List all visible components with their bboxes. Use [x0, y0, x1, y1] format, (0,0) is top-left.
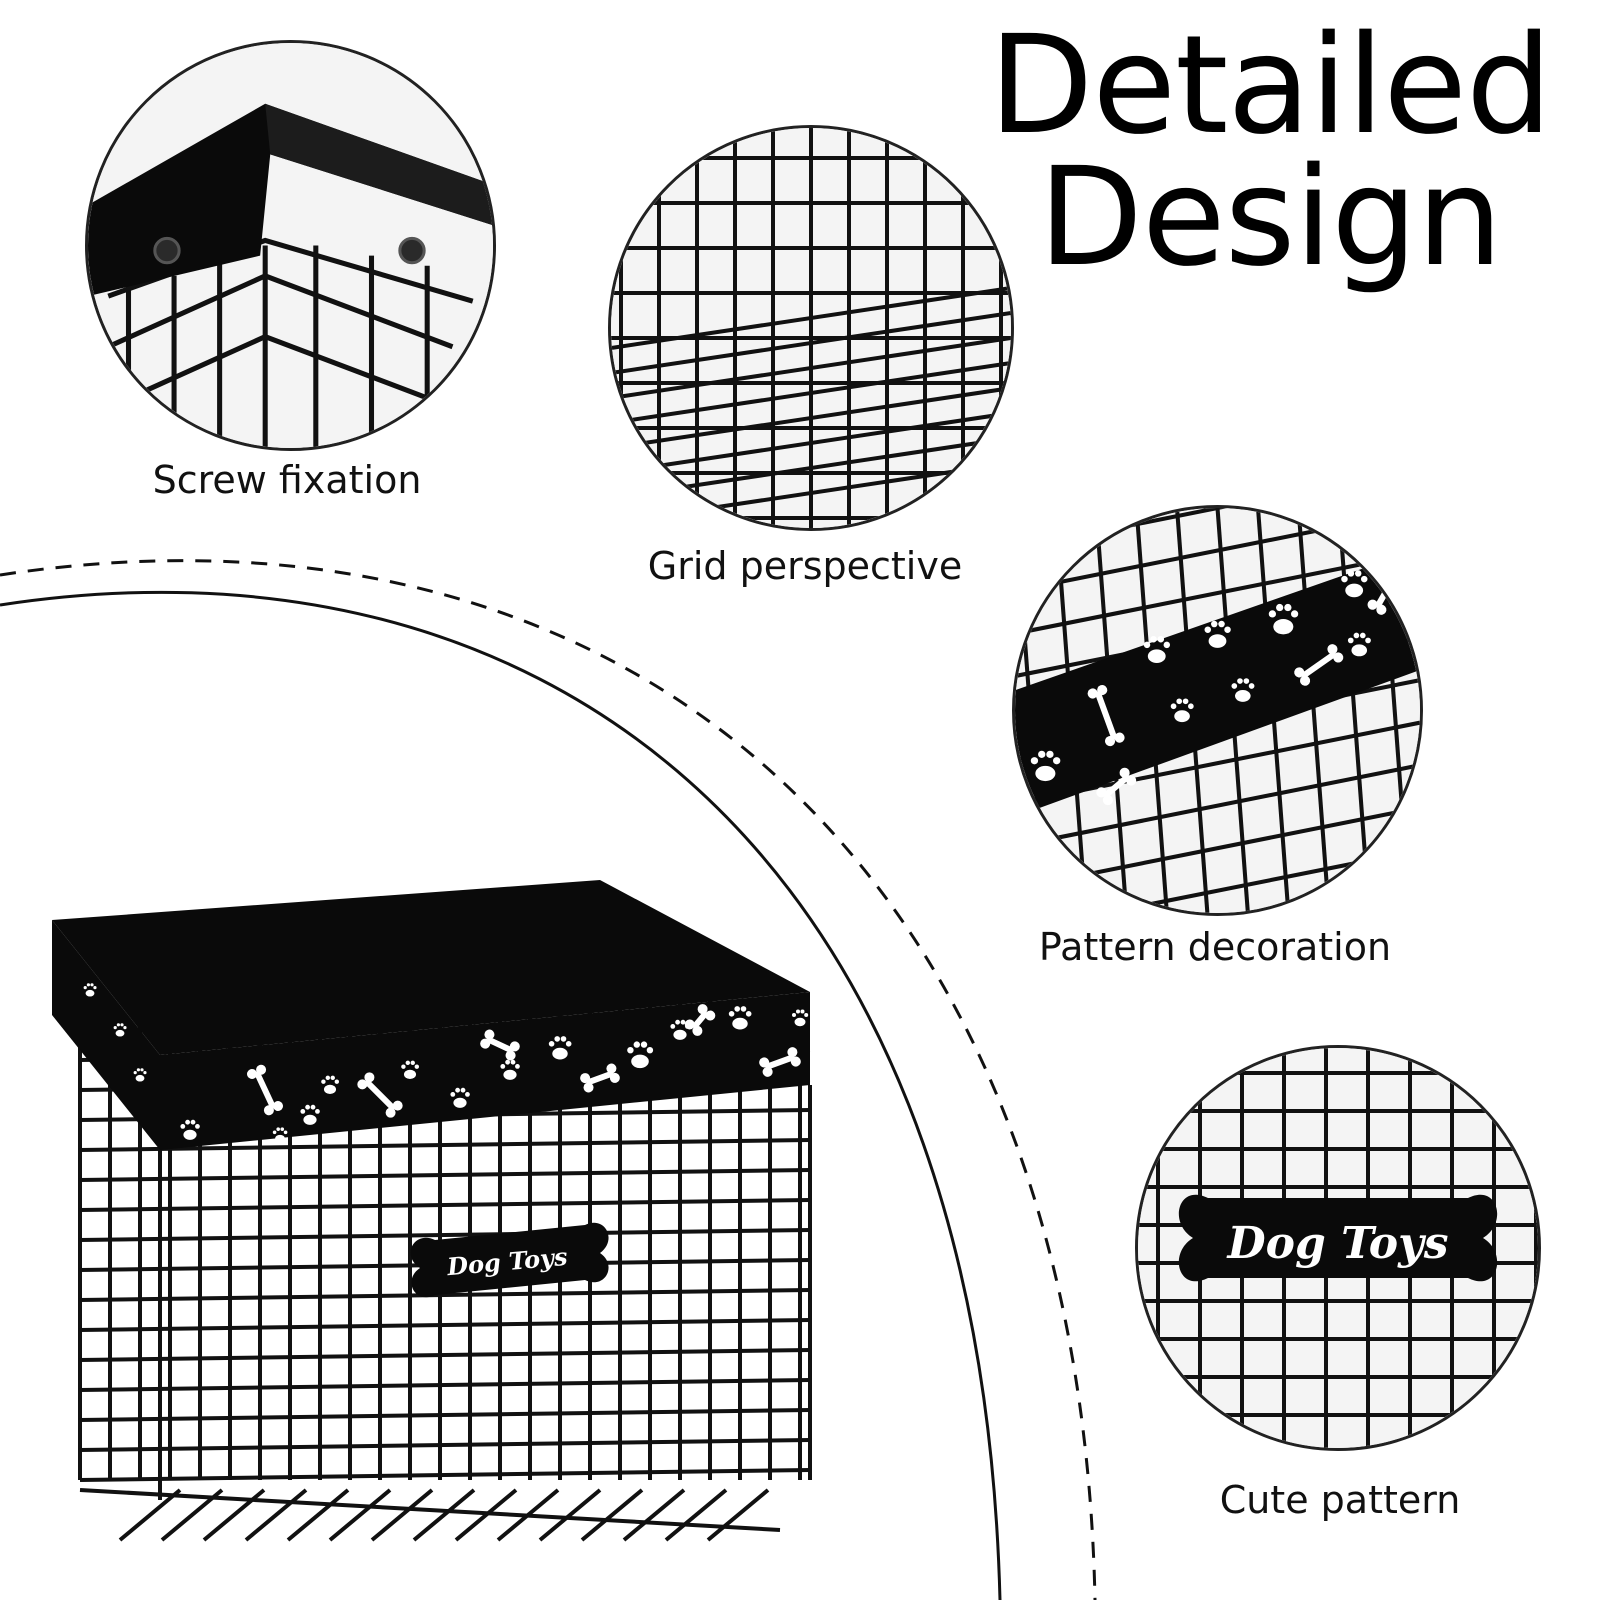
- bone-icon: [580, 1063, 620, 1093]
- paw-print-icon: [113, 1023, 127, 1037]
- wire-line: [370, 1488, 434, 1542]
- wire-line: [79, 1138, 811, 1152]
- wire-line: [79, 1288, 811, 1302]
- wire-line: [79, 1198, 811, 1212]
- wire-line: [79, 1168, 811, 1182]
- wire-line: [118, 1488, 182, 1542]
- paw-print-icon: [548, 1036, 572, 1060]
- detail-grid-perspective-circle: [608, 125, 1014, 531]
- screw-icon: [398, 236, 426, 265]
- wire-line: [79, 1488, 781, 1532]
- paw-print-icon: [133, 1068, 147, 1082]
- caption-grid-perspective: Grid perspective: [647, 544, 963, 588]
- paw-print-icon: [500, 1059, 520, 1080]
- wire-line: [538, 1488, 602, 1542]
- wire-line: [79, 1468, 811, 1482]
- screw-fixation-image: [88, 43, 493, 448]
- wire-line: [79, 1348, 811, 1362]
- bone-icon: [684, 1004, 716, 1036]
- paw-print-icon: [1030, 750, 1061, 782]
- bone-icon: [1096, 767, 1137, 806]
- paw-print-icon: [1170, 698, 1194, 723]
- grid-perspective-image: [611, 128, 1011, 528]
- detail-cute-pattern-circle: Dog Toys: [1135, 1045, 1541, 1451]
- bone-icon: [1294, 644, 1344, 686]
- paw-print-icon: [83, 983, 97, 997]
- detail-pattern-decoration-circle: [1012, 505, 1423, 916]
- wire-line: [611, 386, 1011, 450]
- bone-tag-icon: Dog Toys: [410, 1222, 609, 1298]
- paw-print-icon: [1231, 678, 1255, 702]
- paw-print-icon: [1268, 603, 1299, 635]
- bone-icon: [480, 1029, 520, 1061]
- paw-print-icon: [321, 1075, 340, 1095]
- paw-print-icon: [180, 1119, 200, 1140]
- wire-line: [611, 411, 1011, 475]
- wire-line: [412, 1488, 476, 1542]
- bone-icon: [759, 1047, 801, 1077]
- detail-screw-fixation-circle: [85, 40, 496, 451]
- wire-line: [328, 1488, 392, 1542]
- paw-print-icon: [272, 1127, 288, 1143]
- wire-line: [622, 1488, 686, 1542]
- paw-print-icon: [1341, 570, 1368, 598]
- caption-pattern-decoration: Pattern decoration: [1038, 925, 1392, 969]
- paw-print-icon: [1143, 635, 1171, 664]
- paw-print-icon: [450, 1087, 470, 1108]
- bone-tag-icon: Dog Toys: [1178, 1194, 1498, 1282]
- caption-screw-fixation: Screw fixation: [152, 458, 422, 502]
- page-title: Detailed Design: [985, 7, 1555, 297]
- wire-line: [79, 1378, 811, 1392]
- paw-print-icon: [728, 1006, 752, 1030]
- wire-line: [611, 311, 1011, 375]
- paw-print-icon: [300, 1104, 320, 1125]
- caption-cute-pattern: Cute pattern: [1219, 1478, 1461, 1522]
- wire-line: [580, 1488, 644, 1542]
- cute-pattern-image: Dog Toys: [1138, 1048, 1538, 1448]
- dog-toy-basket-image: Dog Toys: [52, 880, 812, 1542]
- pattern-decoration-image: [1015, 508, 1420, 913]
- bone-icon: [247, 1064, 283, 1116]
- wire-line: [244, 1488, 308, 1542]
- wire-line: [706, 1488, 770, 1542]
- wire-line: [1015, 763, 1420, 849]
- wire-line: [611, 336, 1011, 400]
- wire-line: [611, 286, 1011, 350]
- paw-print-icon: [401, 1060, 420, 1080]
- wire-line: [1015, 550, 1420, 636]
- wire-line: [79, 1438, 811, 1452]
- title-line-1: Detailed: [988, 7, 1553, 165]
- bone-icon: [357, 1072, 403, 1118]
- bone-icon: [1087, 684, 1125, 747]
- wire-line: [286, 1488, 350, 1542]
- paw-print-icon: [1204, 620, 1231, 648]
- paw-print-icon: [627, 1041, 654, 1069]
- tag-text-large: Dog Toys: [1226, 1218, 1449, 1269]
- title-line-2: Design: [1038, 139, 1503, 297]
- paw-print-icon: [1347, 632, 1371, 657]
- wire-line: [79, 1318, 811, 1332]
- paw-print-icon: [792, 1009, 809, 1027]
- wire-line: [664, 1488, 728, 1542]
- screw-icon: [153, 236, 181, 265]
- wire-line: [79, 1408, 811, 1422]
- wire-line: [611, 361, 1011, 425]
- wire-line: [79, 1228, 811, 1242]
